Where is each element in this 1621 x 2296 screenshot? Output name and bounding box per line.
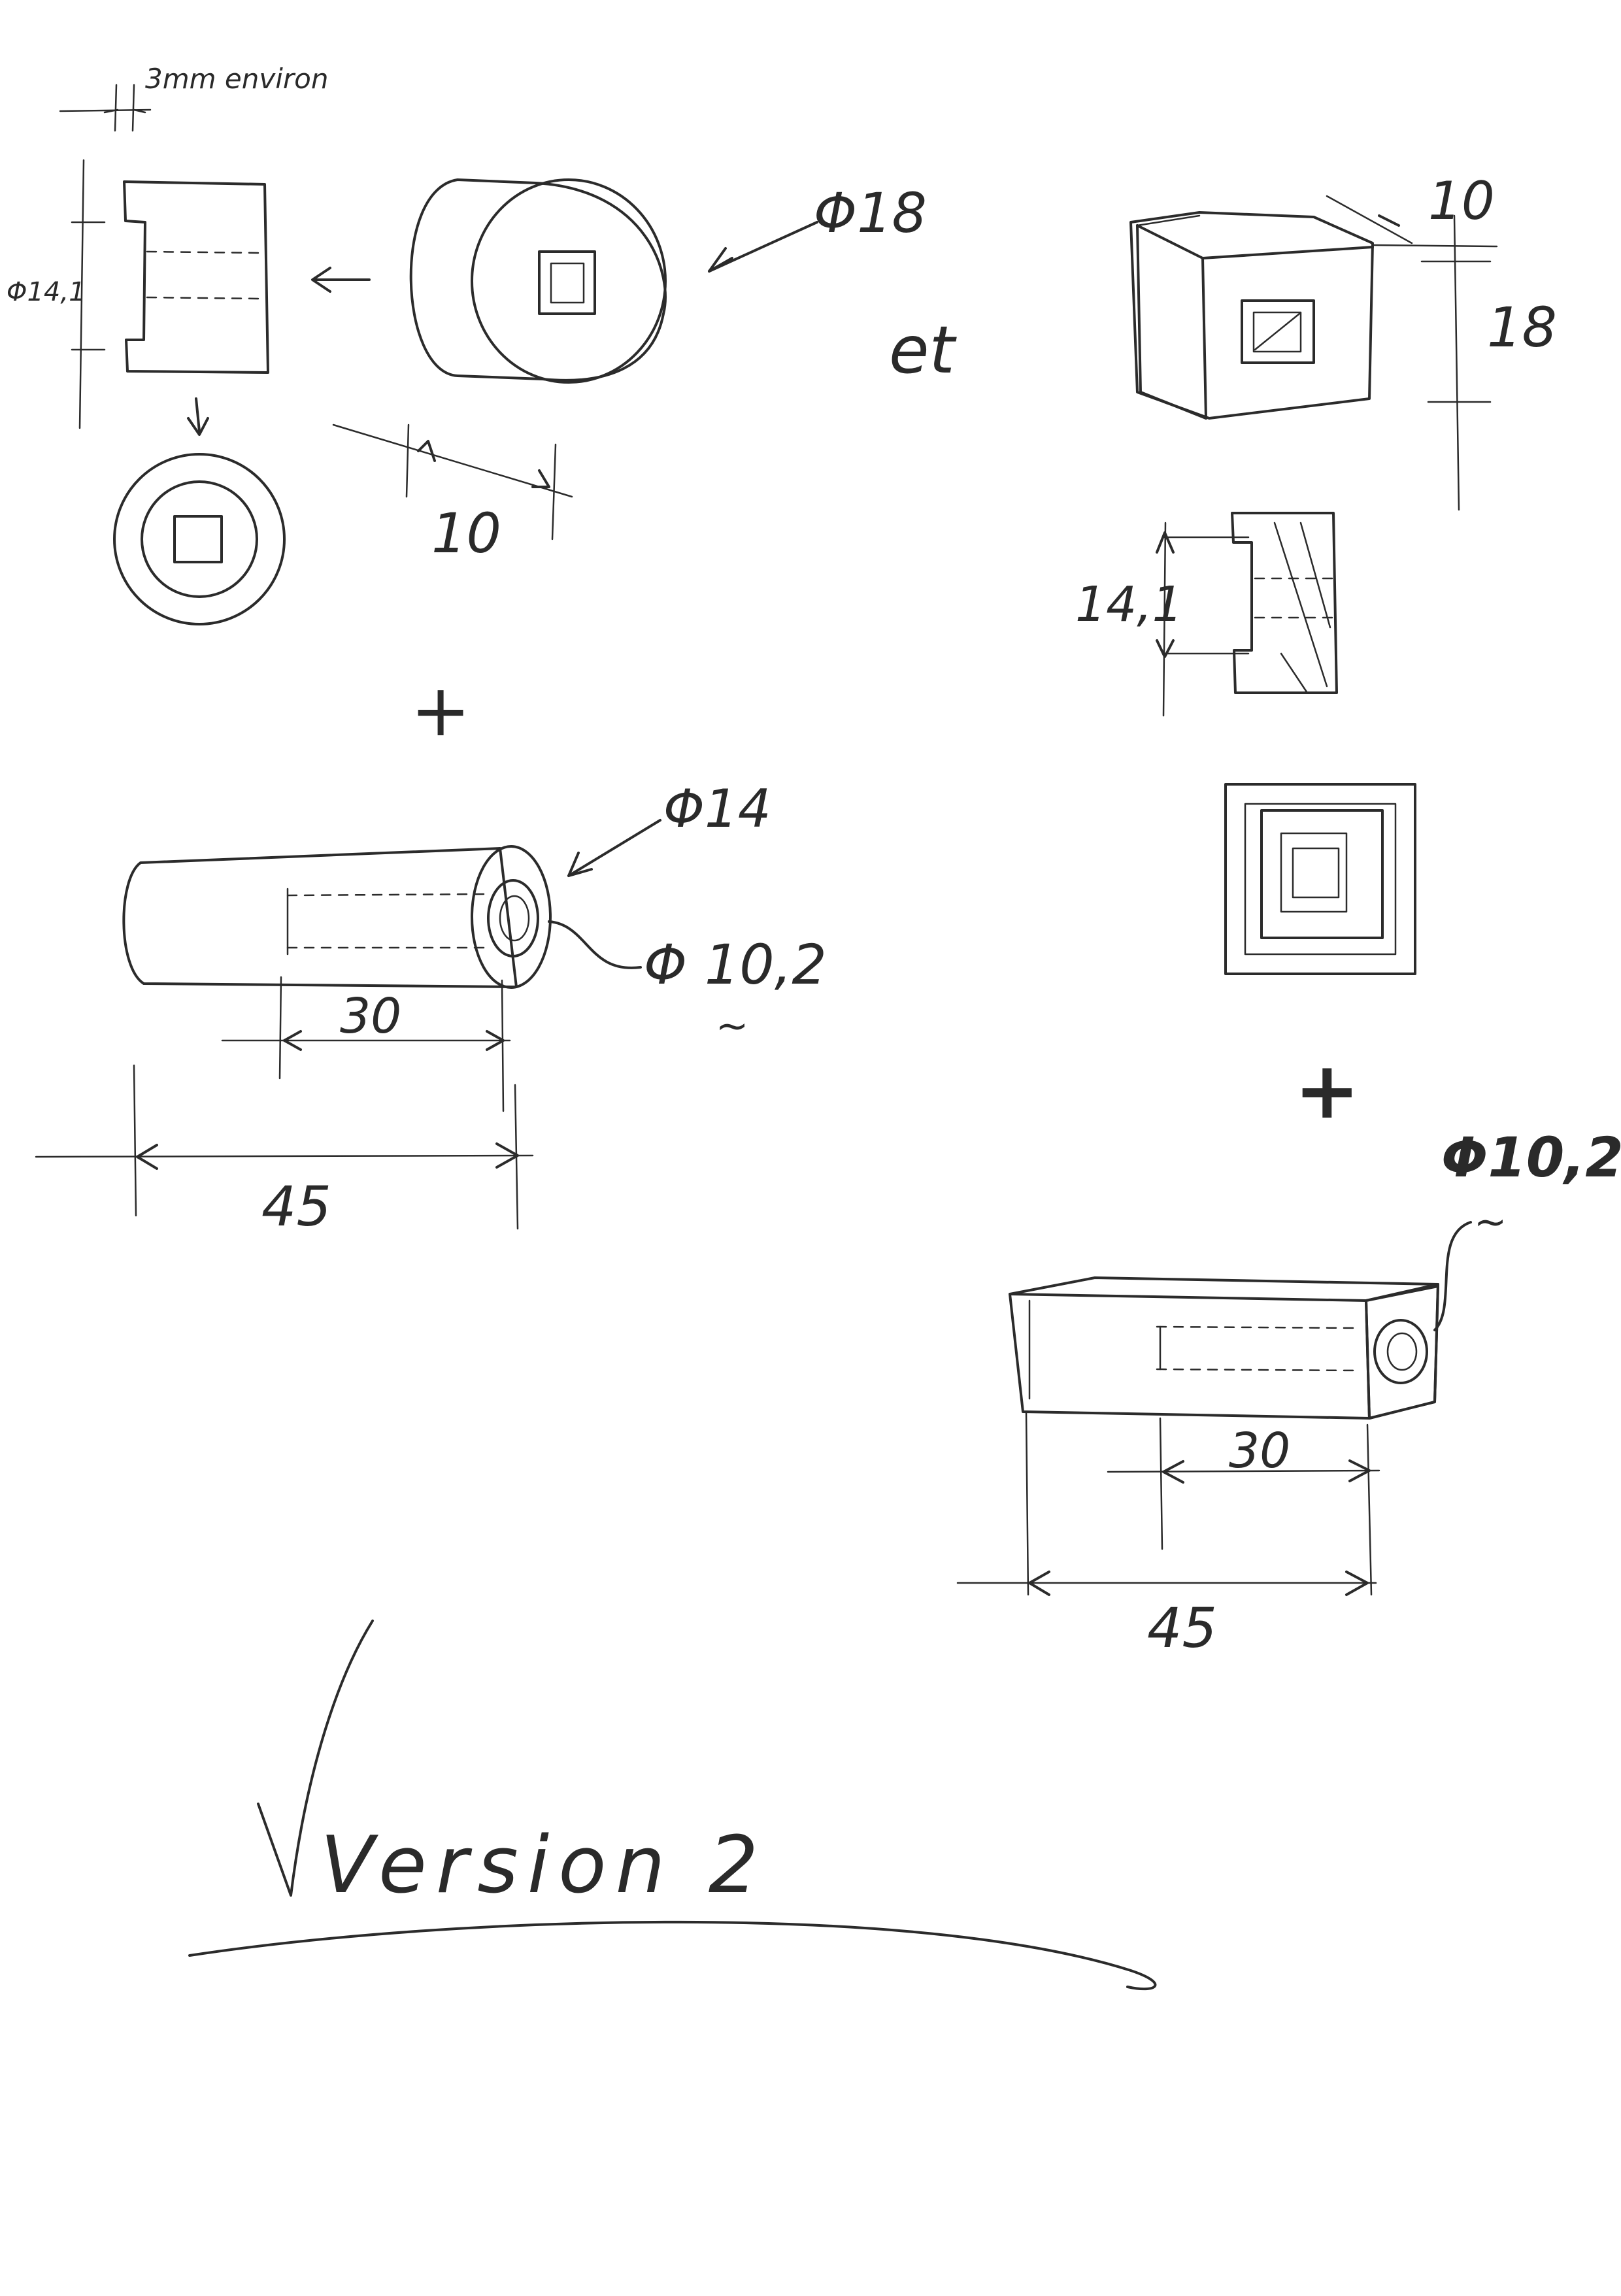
label-dia-10-2-a: Φ 10,2 bbox=[644, 933, 827, 997]
label-len-30-b: 30 bbox=[1229, 1423, 1290, 1479]
label-len-14-1: 14,1 bbox=[1075, 576, 1183, 633]
label-len-18: 18 bbox=[1487, 295, 1557, 359]
dimension-18-block: 18 bbox=[1420, 214, 1557, 511]
dimension-30-tube: 30 bbox=[221, 976, 511, 1112]
arrow-to-front-view bbox=[187, 397, 209, 436]
tube-cylinder bbox=[122, 845, 552, 989]
dimension-3mm: 3mm environ bbox=[59, 63, 328, 132]
label-dia-14: Φ14 bbox=[663, 778, 771, 839]
square-bar bbox=[1009, 1276, 1439, 1420]
label-len-30-a: 30 bbox=[340, 988, 401, 1044]
label-dia-14-1: Φ14,1 bbox=[7, 277, 86, 307]
bushing-front-view bbox=[113, 453, 286, 625]
label-len-10-a: 10 bbox=[431, 501, 501, 565]
cylinder-square-hole bbox=[409, 178, 667, 384]
label-et: et bbox=[889, 312, 958, 388]
leader-dia-18: Φ18 bbox=[708, 181, 927, 273]
label-len-10-b: 10 bbox=[1428, 171, 1495, 231]
label-version: Version 2 bbox=[320, 1820, 767, 1911]
dimension-10-cylinder: 10 bbox=[332, 424, 573, 565]
version-heading: Version 2 bbox=[188, 1620, 1157, 1991]
dimension-45-tube: 45 bbox=[35, 1064, 534, 1239]
leader-dia-10-2-a: Φ 10,2 ~ bbox=[548, 920, 827, 1049]
block-front-view bbox=[1224, 783, 1416, 975]
label-dia-10-2-b: Φ10,2 bbox=[1441, 1125, 1621, 1190]
label-dia-18: Φ18 bbox=[814, 181, 927, 245]
dimension-10-block: 10 bbox=[1326, 171, 1498, 248]
bushing-side-view: Φ14,1 bbox=[7, 159, 269, 429]
leader-dia-14: Φ14 bbox=[567, 778, 771, 877]
plus-sign-right: + bbox=[1294, 1046, 1360, 1137]
arrow-to-side-view bbox=[311, 267, 371, 293]
note-3mm-environ: 3mm environ bbox=[145, 63, 328, 95]
square-block bbox=[1129, 211, 1374, 420]
label-len-45-a: 45 bbox=[261, 1174, 331, 1239]
dimension-30-bar: 30 bbox=[1107, 1417, 1380, 1596]
dimension-45-bar: 45 bbox=[956, 1410, 1377, 1660]
leader-dia-10-2-b: Φ10,2 ~ bbox=[1433, 1125, 1621, 1331]
block-side-view: 14,1 bbox=[1075, 512, 1338, 717]
label-len-45-b: 45 bbox=[1147, 1596, 1217, 1660]
label-approx-b: ~ bbox=[1474, 1199, 1507, 1245]
plus-sign-left: + bbox=[410, 669, 471, 752]
label-approx-a: ~ bbox=[716, 1003, 748, 1049]
